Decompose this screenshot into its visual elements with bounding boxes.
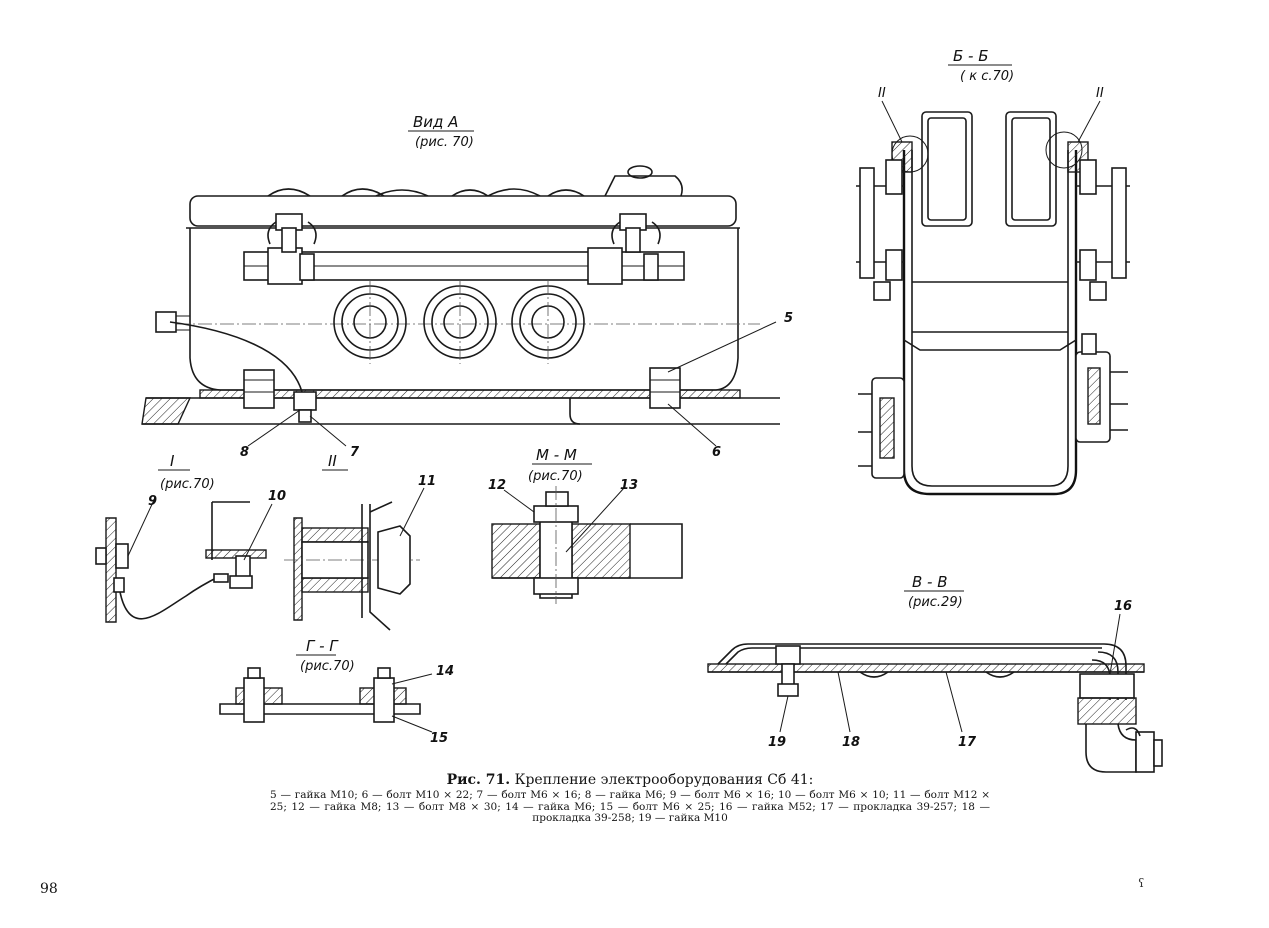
view-a-title: Вид А: [413, 113, 458, 131]
callout-17: 17: [958, 735, 977, 750]
detail-10-drawing: [205, 501, 273, 589]
detail-2-title: II: [328, 452, 337, 470]
section-m-m-ref: (рис.70): [528, 469, 583, 484]
section-b-b-ref: ( к с.70): [960, 69, 1014, 84]
section-v-v-title: В - В: [912, 573, 948, 591]
section-g-g-ref: (рис.70): [300, 659, 355, 674]
corner-mark: ʕ: [1138, 876, 1145, 890]
callout-14: 14: [436, 664, 454, 679]
callout-12: 12: [488, 478, 506, 493]
section-b-b-drawing: Б - Б ( к с.70) II II: [856, 47, 1130, 496]
section-g-g-drawing: Г - Г (рис.70): [219, 637, 433, 733]
section-m-m-title: М - М: [536, 446, 577, 464]
callout-10: 10: [268, 489, 286, 504]
detail-1-drawing: I (рис.70): [95, 452, 221, 623]
view-a-drawing: Вид А (рис. 70): [141, 113, 780, 447]
callout-9: 9: [148, 494, 157, 509]
section-g-g-title: Г - Г: [306, 637, 339, 655]
callout-18: 18: [842, 735, 860, 750]
figure-caption: Рис. 71. Крепление электрооборудования С…: [270, 772, 990, 825]
figure-legend: 5 — гайка М10; 6 — болт М10 × 22; 7 — бо…: [270, 789, 990, 824]
callout-19: 19: [768, 735, 786, 750]
callout-8: 8: [240, 445, 249, 460]
section-v-v-ref: (рис.29): [908, 595, 963, 610]
view-a-ref: (рис. 70): [415, 135, 474, 150]
callout-5: 5: [784, 311, 793, 326]
figure-label: Рис. 71.: [446, 772, 511, 788]
section-b-b-title: Б - Б: [953, 47, 989, 65]
figure-title: Крепление электрооборудования Сб 41:: [514, 772, 814, 788]
detail-mark-right: II: [1096, 86, 1104, 101]
detail-mark-left: II: [878, 86, 886, 101]
detail-1-title: I: [170, 452, 175, 470]
page-number: 98: [40, 881, 58, 897]
section-v-v-drawing: В - В (рис.29): [707, 573, 1163, 773]
callout-7: 7: [350, 445, 360, 460]
callout-11: 11: [418, 474, 436, 489]
detail-1-ref: (рис.70): [160, 477, 215, 492]
callout-15: 15: [430, 731, 448, 746]
figure-caption-title: Рис. 71. Крепление электрооборудования С…: [270, 772, 990, 788]
detail-2-drawing: II: [284, 452, 425, 631]
callout-16: 16: [1114, 599, 1132, 614]
callout-13: 13: [620, 478, 638, 493]
callout-6: 6: [712, 445, 721, 460]
section-m-m-drawing: М - М (рис.70): [491, 446, 683, 604]
